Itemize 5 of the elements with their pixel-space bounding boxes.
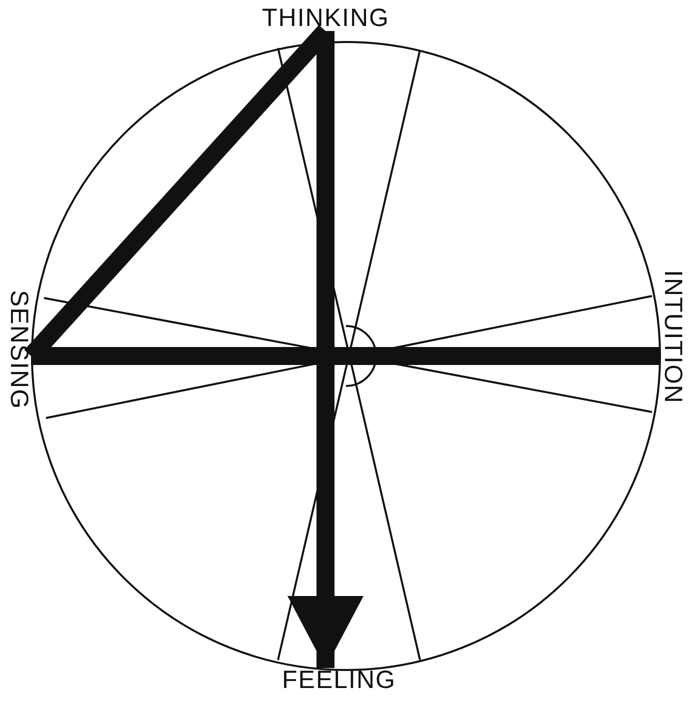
axis-label: SENSING bbox=[6, 290, 31, 410]
arrow bbox=[288, 31, 364, 668]
axis-label: FEELING bbox=[282, 668, 396, 693]
axis-label: THINKING bbox=[262, 6, 390, 31]
axis-label: INTUITION bbox=[660, 270, 685, 404]
